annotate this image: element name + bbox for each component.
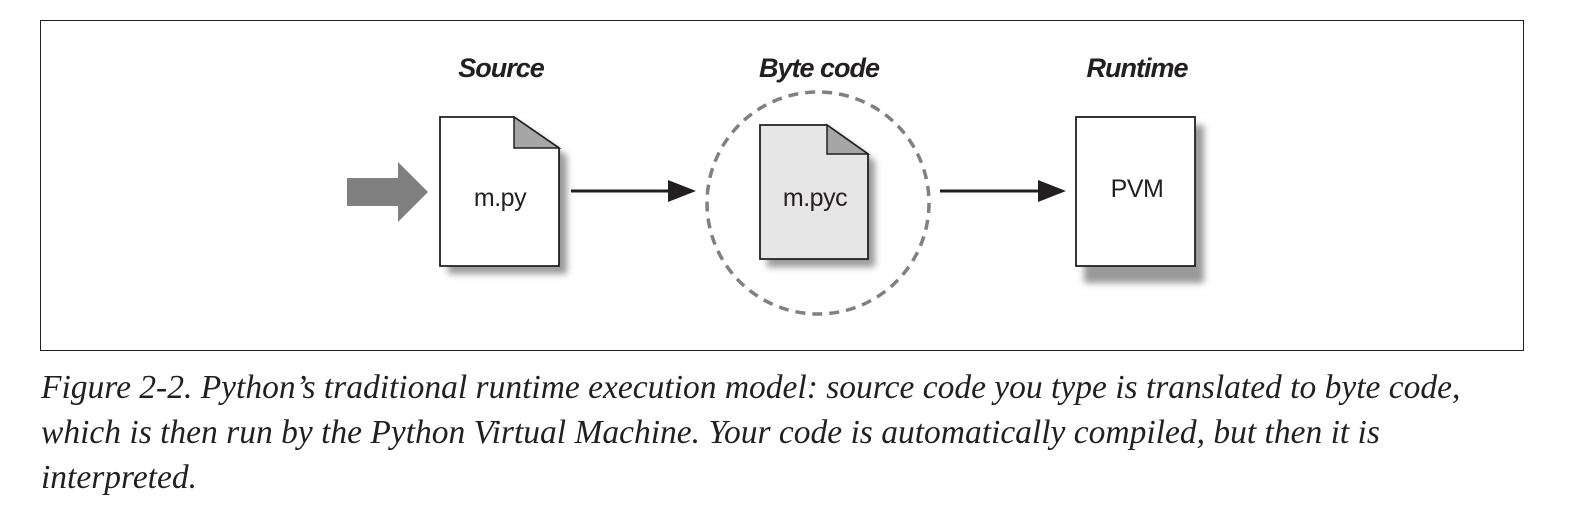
runtime-heading: Runtime	[1087, 53, 1189, 83]
compile-arrow-icon	[571, 180, 696, 202]
source-file-label: m.py	[474, 184, 527, 212]
run-arrow-icon	[940, 180, 1066, 202]
bytecode-file-label: m.pyc	[783, 184, 847, 212]
bytecode-dashed-circle	[705, 90, 931, 316]
pvm-box	[1075, 116, 1204, 283]
bytecode-file-icon	[759, 123, 875, 267]
source-file-icon	[439, 115, 567, 274]
pvm-label: PVM	[1111, 175, 1164, 203]
bytecode-heading: Byte code	[759, 53, 880, 83]
figure-caption: Figure 2-2. Python’s traditional runtime…	[41, 369, 1461, 496]
input-arrow-icon	[347, 162, 428, 222]
source-heading: Source	[458, 53, 545, 83]
execution-model-diagram: Source Byte code Runtime m.py m.pyc PVM	[347, 53, 1204, 316]
